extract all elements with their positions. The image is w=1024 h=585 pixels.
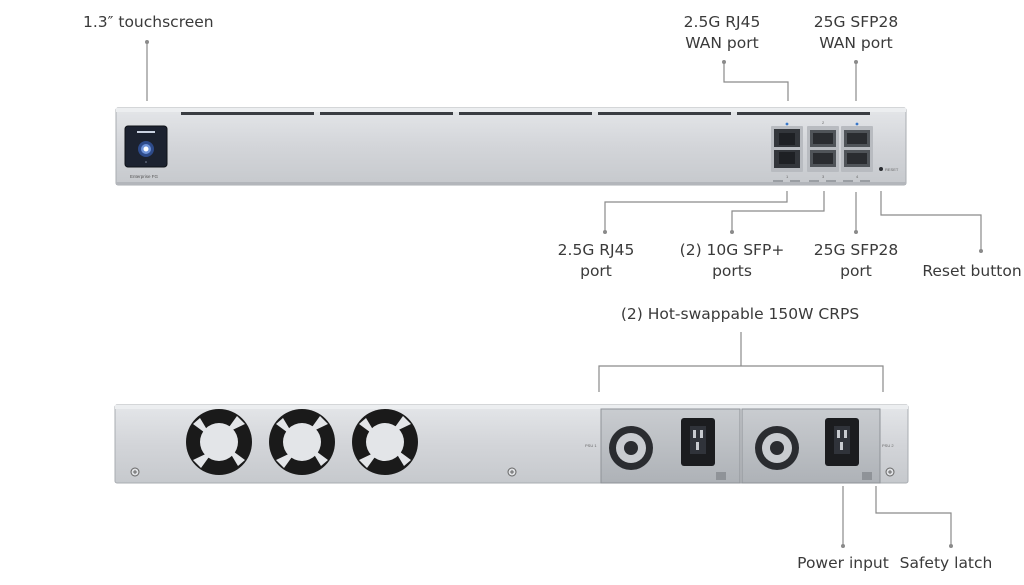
sfp-plus-ports[interactable]	[807, 126, 839, 172]
model-label: Enterprise FG	[130, 174, 159, 179]
psu-2[interactable]	[741, 408, 881, 484]
safety-latch-label: Safety latch	[899, 554, 993, 572]
power-input-label: Power input	[797, 554, 889, 572]
front-vents	[181, 112, 870, 115]
reset-button-label: Reset button	[922, 262, 1022, 280]
reset-text: RESET	[885, 167, 899, 172]
rear-panel: PSU 1 PSU 2	[114, 404, 909, 484]
fan-3	[352, 409, 418, 475]
psu-1[interactable]	[600, 408, 741, 484]
front-panel: Enterprise FG	[115, 107, 907, 186]
fan-2	[269, 409, 335, 475]
port-leds	[773, 180, 870, 182]
psu2-text: PSU 2	[882, 443, 894, 448]
front-leader-lines	[146, 42, 982, 251]
sfp-plus-ports-label: (2) 10G SFP+ports	[679, 241, 785, 280]
touchscreen[interactable]	[124, 125, 168, 168]
port-number-3: 3	[822, 174, 825, 179]
port-number-2: 2	[822, 120, 825, 125]
rear-leader-dots	[841, 544, 953, 548]
fan-1	[186, 409, 252, 475]
screw-icon	[130, 467, 895, 477]
crps-label: (2) Hot-swappable 150W CRPS	[620, 305, 860, 323]
front-leader-dots	[145, 40, 983, 253]
reset-button[interactable]	[879, 167, 883, 171]
safety-latch[interactable]	[862, 472, 872, 480]
rj45-ports[interactable]	[771, 122, 803, 172]
sfp28-ports[interactable]	[841, 122, 873, 172]
port-number-1: 1	[786, 174, 789, 179]
rear-leader-lines	[842, 486, 952, 546]
crps-bracket	[598, 332, 884, 392]
psu1-text: PSU 1	[585, 443, 597, 448]
touchscreen-label: 1.3″ touchscreen	[83, 13, 214, 31]
port-number-4: 4	[856, 174, 859, 179]
